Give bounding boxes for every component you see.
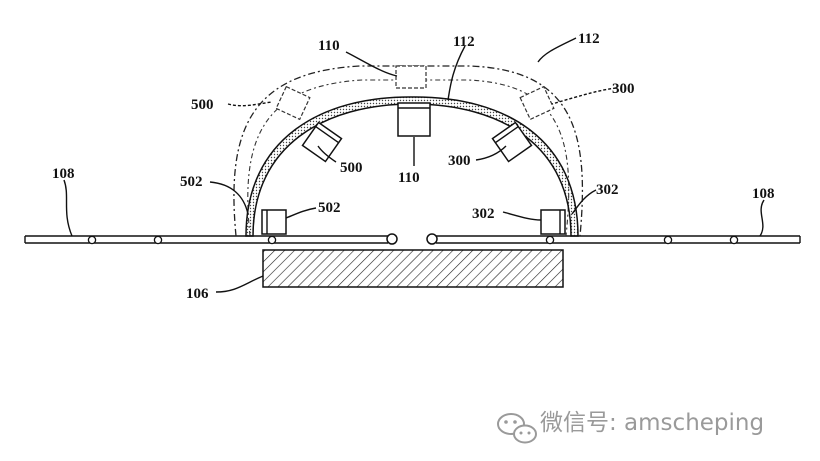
label-500-left: 500 bbox=[191, 97, 214, 113]
label-108-right: 108 bbox=[752, 186, 775, 202]
label-500-inner: 500 bbox=[340, 160, 363, 176]
base-rail-right bbox=[426, 233, 801, 245]
leader-lines bbox=[63, 37, 765, 293]
label-112-right: 112 bbox=[578, 31, 600, 47]
label-302-inner: 302 bbox=[472, 206, 495, 222]
sensor-300 bbox=[491, 121, 533, 163]
hatched-block-106 bbox=[262, 249, 564, 288]
label-106: 106 bbox=[186, 286, 209, 302]
label-112-mid: 112 bbox=[453, 34, 475, 50]
dome-shell-112 bbox=[245, 96, 579, 237]
sensor-502 bbox=[261, 209, 287, 235]
label-108-left: 108 bbox=[52, 166, 75, 182]
base-rail-left bbox=[24, 233, 398, 245]
label-502-inner: 502 bbox=[318, 200, 341, 216]
sensor-300-dashed bbox=[519, 85, 555, 121]
label-110-bottom: 110 bbox=[398, 170, 420, 186]
sensor-500-dashed bbox=[275, 85, 311, 121]
watermark-text: 微信号: amscheping bbox=[540, 410, 764, 436]
label-110-top: 110 bbox=[318, 38, 340, 54]
sensor-110-dashed bbox=[395, 65, 427, 89]
sensor-500 bbox=[301, 121, 343, 163]
watermark: 微信号: amscheping bbox=[497, 410, 764, 444]
outer-enclosure-dashed-inner bbox=[247, 79, 570, 237]
wechat-icon bbox=[497, 413, 537, 444]
label-302-right: 302 bbox=[596, 182, 619, 198]
label-300-top: 300 bbox=[612, 81, 635, 97]
label-300-inner: 300 bbox=[448, 153, 471, 169]
label-502-left: 502 bbox=[180, 174, 203, 190]
sensor-302 bbox=[540, 209, 566, 235]
